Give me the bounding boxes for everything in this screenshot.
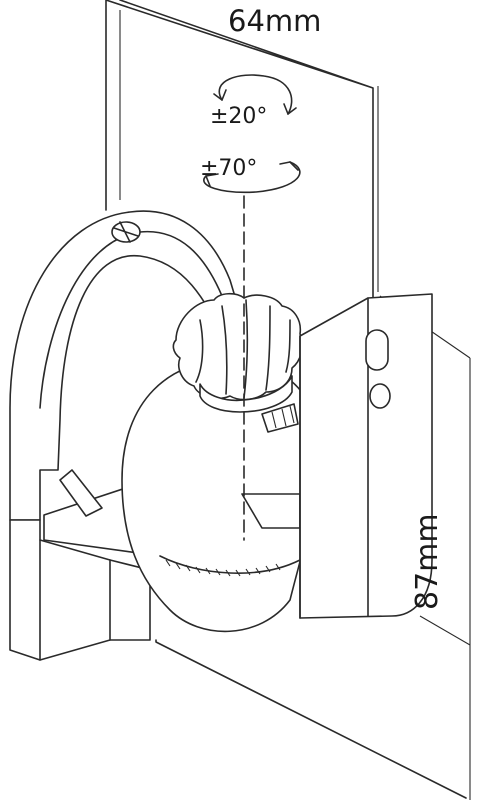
front-speaker-plate xyxy=(299,293,433,619)
side-screw-icon xyxy=(261,403,299,433)
swivel-angle-label: ±70° xyxy=(200,156,258,181)
height-dimension-label: 87mm xyxy=(410,513,445,610)
width-dimension-line xyxy=(119,10,379,292)
mounting-slot-icon xyxy=(365,329,391,409)
swivel-arrow-icon xyxy=(203,161,301,194)
top-screw-icon xyxy=(111,221,141,243)
tilt-arrow-icon xyxy=(213,74,297,115)
tilt-angle-label: ±20° xyxy=(210,104,268,129)
width-dimension-label: 64mm xyxy=(228,4,322,38)
wall-plate-bottom xyxy=(155,639,467,799)
bracket-base xyxy=(9,519,111,661)
wall-plate xyxy=(105,0,374,299)
tilt-knob-icon xyxy=(172,292,304,413)
bracket-base-edges xyxy=(39,539,151,661)
ball-ring xyxy=(159,555,301,574)
ball-ring-knurl xyxy=(165,559,281,577)
arm-wedge xyxy=(59,469,103,517)
